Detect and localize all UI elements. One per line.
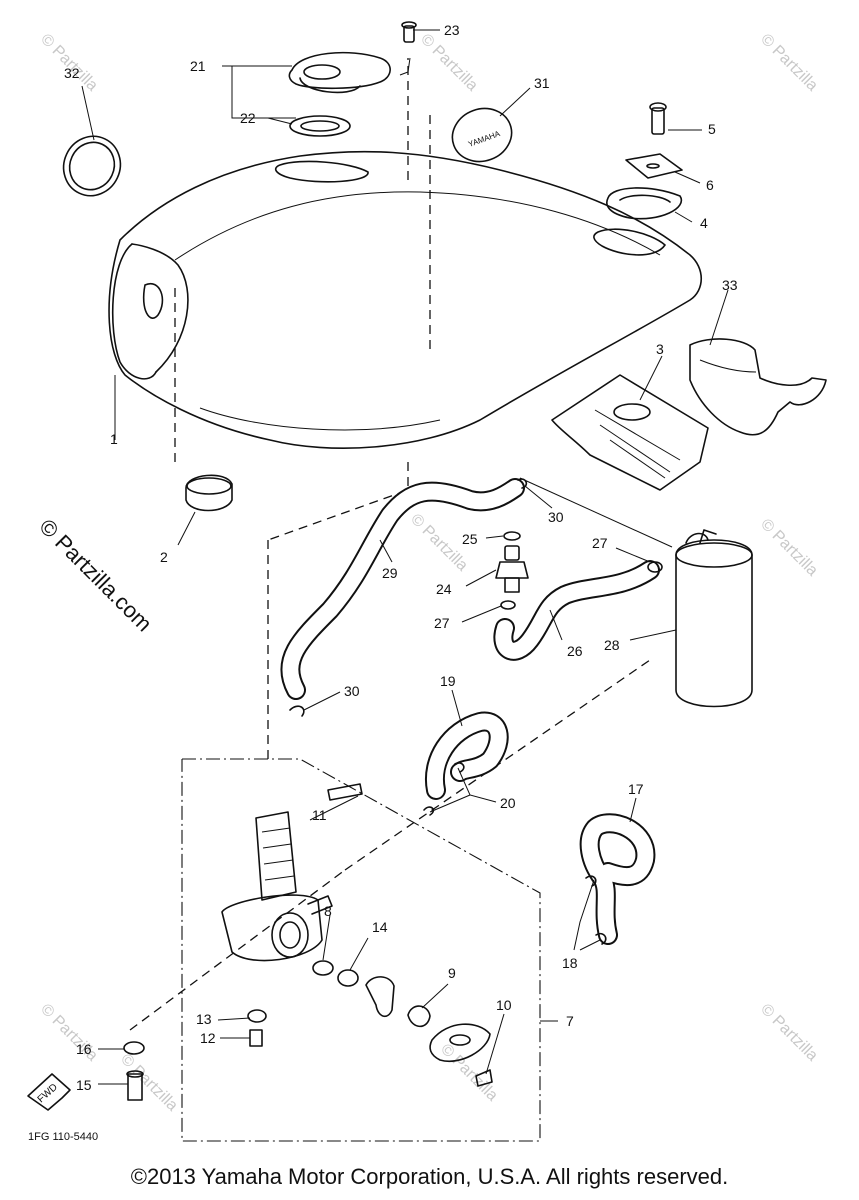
yamaha-emblem: YAMAHA [451, 107, 513, 163]
callout-12: 12 [200, 1030, 216, 1046]
callout-6: 6 [706, 177, 714, 193]
clip [500, 600, 516, 610]
clip [289, 705, 305, 717]
plate-screw [475, 1069, 493, 1087]
assembly-guide-lines [114, 58, 673, 1031]
drain-plug [185, 474, 233, 512]
mount-bolt [649, 102, 667, 135]
valve-seal [503, 531, 521, 541]
callout-25: 25 [462, 531, 478, 547]
callout-22: 22 [240, 110, 256, 126]
forward-arrow-icon: FWD [27, 1073, 71, 1111]
callout-28: 28 [604, 637, 620, 653]
callout-3: 3 [656, 341, 664, 357]
overflow-hose [579, 813, 656, 945]
mount-plate [625, 153, 683, 179]
callout-8: 8 [324, 903, 332, 919]
callout-27a: 27 [592, 535, 608, 551]
callout-30a: 30 [548, 509, 564, 525]
fuel-hose [424, 711, 509, 800]
copyright-notice: ©2013 Yamaha Motor Corporation, U.S.A. A… [130, 1164, 729, 1189]
fuel-tank [108, 150, 703, 449]
o-ring [337, 969, 359, 987]
canister-hose [493, 560, 660, 661]
callout-9: 9 [448, 965, 456, 981]
callout-33: 33 [722, 277, 738, 293]
callout-14: 14 [372, 919, 388, 935]
watermark-small: © Partzilla [757, 516, 821, 580]
washer [312, 960, 334, 976]
mount-damper [606, 187, 683, 220]
clip [585, 875, 597, 887]
callout-24: 24 [436, 581, 452, 597]
lever-parts [123, 960, 493, 1101]
cock-lever [365, 976, 395, 1018]
callout-13: 13 [196, 1011, 212, 1027]
spacer [123, 1041, 145, 1055]
clip [517, 478, 528, 489]
fuel-tank-exploded-diagram: © Partzilla © Partzilla © Partzilla © Pa… [27, 21, 827, 1143]
callout-29: 29 [382, 565, 398, 581]
watermark-small: © Partzilla [417, 31, 481, 95]
cap-screw [401, 21, 417, 43]
callout-15: 15 [76, 1077, 92, 1093]
cock-gasket [327, 783, 363, 801]
figure-code: 1FG 110-5440 [28, 1131, 98, 1143]
cap-gasket [289, 115, 351, 137]
rubber-cover [551, 374, 709, 491]
watermark-small: © Partzilla [757, 31, 821, 95]
fuel-cock [221, 811, 333, 962]
cock-plate [429, 1023, 491, 1063]
lever-gasket [407, 1005, 431, 1028]
tank-cap [288, 51, 391, 94]
callout-26: 26 [567, 643, 583, 659]
clip [454, 762, 465, 773]
callout-30b: 30 [344, 683, 360, 699]
clip [595, 932, 607, 945]
callout-5: 5 [708, 121, 716, 137]
clip [647, 561, 663, 573]
clip [423, 806, 435, 816]
side-cover [689, 338, 827, 436]
callout-27b: 27 [434, 615, 450, 631]
watermark-small: © Partzilla [437, 1041, 501, 1105]
bolt [127, 1073, 143, 1101]
callout-17: 17 [628, 781, 644, 797]
leader-lines [81, 29, 729, 1085]
emblem-text: YAMAHA [467, 129, 502, 149]
filler-ring [62, 135, 122, 197]
watermark-small: © Partzilla [757, 1001, 821, 1065]
callout-1: 1 [110, 431, 118, 447]
check-valve [495, 545, 529, 593]
callout-7: 7 [566, 1013, 574, 1029]
callout-2: 2 [160, 549, 168, 565]
callout-23: 23 [444, 22, 460, 38]
callout-16: 16 [76, 1041, 92, 1057]
vent-hose [280, 478, 525, 700]
charcoal-canister [675, 529, 753, 708]
callout-32: 32 [64, 65, 80, 81]
callout-4: 4 [700, 215, 708, 231]
filter-cup [247, 1009, 267, 1023]
callout-19: 19 [440, 673, 456, 689]
callout-10: 10 [496, 997, 512, 1013]
callout-11: 11 [312, 807, 327, 823]
watermark-group: © Partzilla © Partzilla © Partzilla © Pa… [34, 31, 821, 1115]
callout-31: 31 [534, 75, 550, 91]
callout-20: 20 [500, 795, 516, 811]
callout-labels: 23 21 22 31 32 5 6 4 33 3 1 2 30 29 25 2… [64, 22, 738, 1093]
drain-screw [249, 1029, 263, 1047]
watermark-small: © Partzilla [117, 1051, 181, 1115]
watermark-small: © Partzilla [37, 31, 101, 95]
watermark-partzilla: © Partzilla.com [34, 514, 157, 637]
fuel-cock-assembly-box [181, 758, 541, 1142]
callout-21: 21 [190, 58, 206, 74]
callout-18: 18 [562, 955, 578, 971]
